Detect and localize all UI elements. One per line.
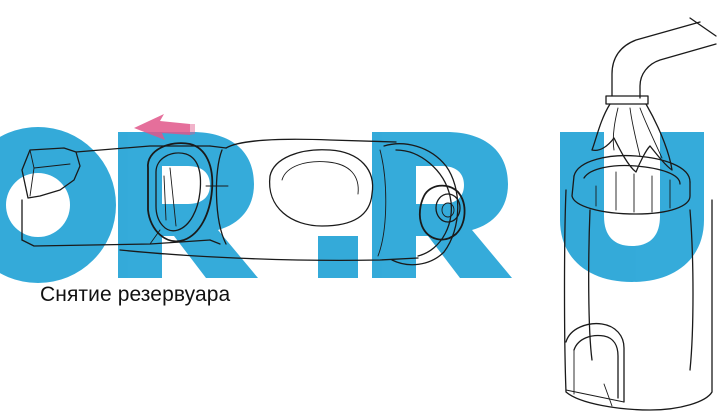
caption-reservoir-removal: Снятие резервуара — [40, 283, 230, 307]
device-vertical — [565, 18, 717, 410]
arrow-left-icon — [134, 114, 195, 140]
device-horizontal — [22, 139, 465, 264]
